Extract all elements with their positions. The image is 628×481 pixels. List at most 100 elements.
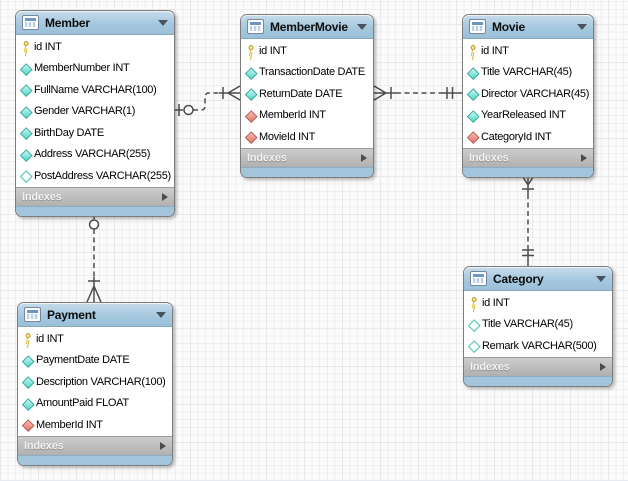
- column-label: id INT: [259, 44, 287, 57]
- indexes-bar[interactable]: Indexes: [16, 186, 174, 206]
- relationship-movie-category[interactable]: [520, 173, 536, 266]
- table-movie-header[interactable]: Movie: [463, 15, 593, 39]
- column-label: FullName VARCHAR(100): [34, 83, 157, 96]
- column-label: CategoryId INT: [481, 130, 552, 143]
- column-row[interactable]: Title VARCHAR(45): [464, 314, 612, 336]
- table-payment[interactable]: Payment id INT PaymentDate DATE Descriptio…: [17, 302, 173, 466]
- table-footer-strip: [18, 454, 172, 465]
- indexes-bar[interactable]: Indexes: [463, 147, 593, 167]
- column-label: Gender VARCHAR(1): [34, 105, 136, 118]
- primary-key-icon: [19, 40, 32, 53]
- column-icon: [245, 88, 256, 99]
- expand-arrow-icon[interactable]: [361, 153, 367, 162]
- column-icon: [245, 67, 256, 78]
- column-label: MovieId INT: [259, 130, 315, 143]
- indexes-bar[interactable]: Indexes: [241, 147, 373, 167]
- column-nullable-icon: [20, 170, 31, 181]
- table-payment-header[interactable]: Payment: [18, 303, 172, 327]
- table-icon: [469, 19, 486, 34]
- expand-arrow-icon[interactable]: [581, 153, 587, 162]
- table-title: Movie: [492, 19, 526, 34]
- column-icon: [20, 63, 31, 74]
- column-row[interactable]: AmountPaid FLOAT: [18, 393, 172, 415]
- collapse-arrow-icon[interactable]: [596, 275, 606, 282]
- column-label: TransactionDate DATE: [259, 66, 365, 79]
- column-row[interactable]: PaymentDate DATE: [18, 350, 172, 372]
- indexes-bar[interactable]: Indexes: [18, 435, 172, 455]
- column-row[interactable]: id INT: [463, 40, 593, 62]
- relationship-membermovie-movie[interactable]: [373, 85, 462, 101]
- column-label: Address VARCHAR(255): [34, 148, 151, 161]
- column-row[interactable]: CategoryId INT: [463, 126, 593, 148]
- table-footer-strip: [16, 205, 174, 216]
- expand-arrow-icon[interactable]: [160, 441, 166, 450]
- expand-arrow-icon[interactable]: [600, 362, 606, 371]
- relationship-member-membermovie[interactable]: [175, 85, 241, 116]
- column-row[interactable]: BirthDay DATE: [16, 122, 174, 144]
- column-row[interactable]: MemberId INT: [241, 105, 373, 127]
- column-row[interactable]: MovieId INT: [241, 126, 373, 148]
- table-membermovie[interactable]: MemberMovie id INT TransactionDate DATE Re…: [240, 14, 374, 178]
- primary-key-icon: [244, 44, 257, 57]
- column-row[interactable]: id INT: [18, 328, 172, 350]
- collapse-arrow-icon[interactable]: [357, 23, 367, 30]
- column-row[interactable]: id INT: [464, 292, 612, 314]
- column-row[interactable]: FullName VARCHAR(100): [16, 79, 174, 101]
- relationship-member-payment[interactable]: [86, 211, 102, 303]
- primary-key-icon: [467, 296, 480, 309]
- column-label: YearReleased INT: [481, 109, 566, 122]
- column-row[interactable]: MemberNumber INT: [16, 58, 174, 80]
- column-row[interactable]: Title VARCHAR(45): [463, 62, 593, 84]
- column-icon: [22, 398, 33, 409]
- expand-arrow-icon[interactable]: [162, 192, 168, 201]
- column-label: MemberNumber INT: [34, 62, 130, 75]
- table-member-header[interactable]: Member: [16, 11, 174, 35]
- table-category-header[interactable]: Category: [464, 267, 612, 291]
- column-row[interactable]: Description VARCHAR(100): [18, 371, 172, 393]
- collapse-arrow-icon[interactable]: [158, 19, 168, 26]
- column-row[interactable]: PostAddress VARCHAR(255): [16, 165, 174, 187]
- column-list: id INT MemberNumber INT FullName VARCHAR(1…: [16, 35, 174, 187]
- table-icon: [22, 15, 39, 30]
- column-row[interactable]: Director VARCHAR(45): [463, 83, 593, 105]
- column-row[interactable]: ReturnDate DATE: [241, 83, 373, 105]
- table-title: Category: [493, 271, 544, 286]
- foreign-key-icon: [22, 419, 33, 430]
- foreign-key-icon: [245, 110, 256, 121]
- column-icon: [20, 84, 31, 95]
- column-nullable-icon: [468, 319, 479, 330]
- column-row[interactable]: id INT: [16, 36, 174, 58]
- column-label: BirthDay DATE: [34, 126, 104, 139]
- primary-key-icon: [466, 44, 479, 57]
- column-label: PaymentDate DATE: [36, 354, 130, 367]
- column-icon: [467, 110, 478, 121]
- column-icon: [467, 88, 478, 99]
- column-row[interactable]: id INT: [241, 40, 373, 62]
- column-label: AmountPaid FLOAT: [36, 397, 129, 410]
- column-nullable-icon: [468, 340, 479, 351]
- table-icon: [470, 271, 487, 286]
- indexes-label: Indexes: [247, 151, 287, 164]
- foreign-key-icon: [467, 131, 478, 142]
- table-title: MemberMovie: [270, 19, 348, 34]
- column-row[interactable]: Gender VARCHAR(1): [16, 101, 174, 123]
- table-icon: [24, 307, 41, 322]
- collapse-arrow-icon[interactable]: [577, 23, 587, 30]
- column-row[interactable]: YearReleased INT: [463, 105, 593, 127]
- indexes-label: Indexes: [24, 439, 64, 452]
- column-row[interactable]: Address VARCHAR(255): [16, 144, 174, 166]
- indexes-bar[interactable]: Indexes: [464, 356, 612, 376]
- table-membermovie-header[interactable]: MemberMovie: [241, 15, 373, 39]
- column-label: MemberId INT: [259, 109, 326, 122]
- collapse-arrow-icon[interactable]: [156, 311, 166, 318]
- column-row[interactable]: Remark VARCHAR(500): [464, 335, 612, 357]
- table-member[interactable]: Member id INT MemberNumber INT FullName VA…: [15, 10, 175, 217]
- column-list: id INT PaymentDate DATE Description VARCHA…: [18, 327, 172, 436]
- column-row[interactable]: MemberId INT: [18, 414, 172, 436]
- column-row[interactable]: TransactionDate DATE: [241, 62, 373, 84]
